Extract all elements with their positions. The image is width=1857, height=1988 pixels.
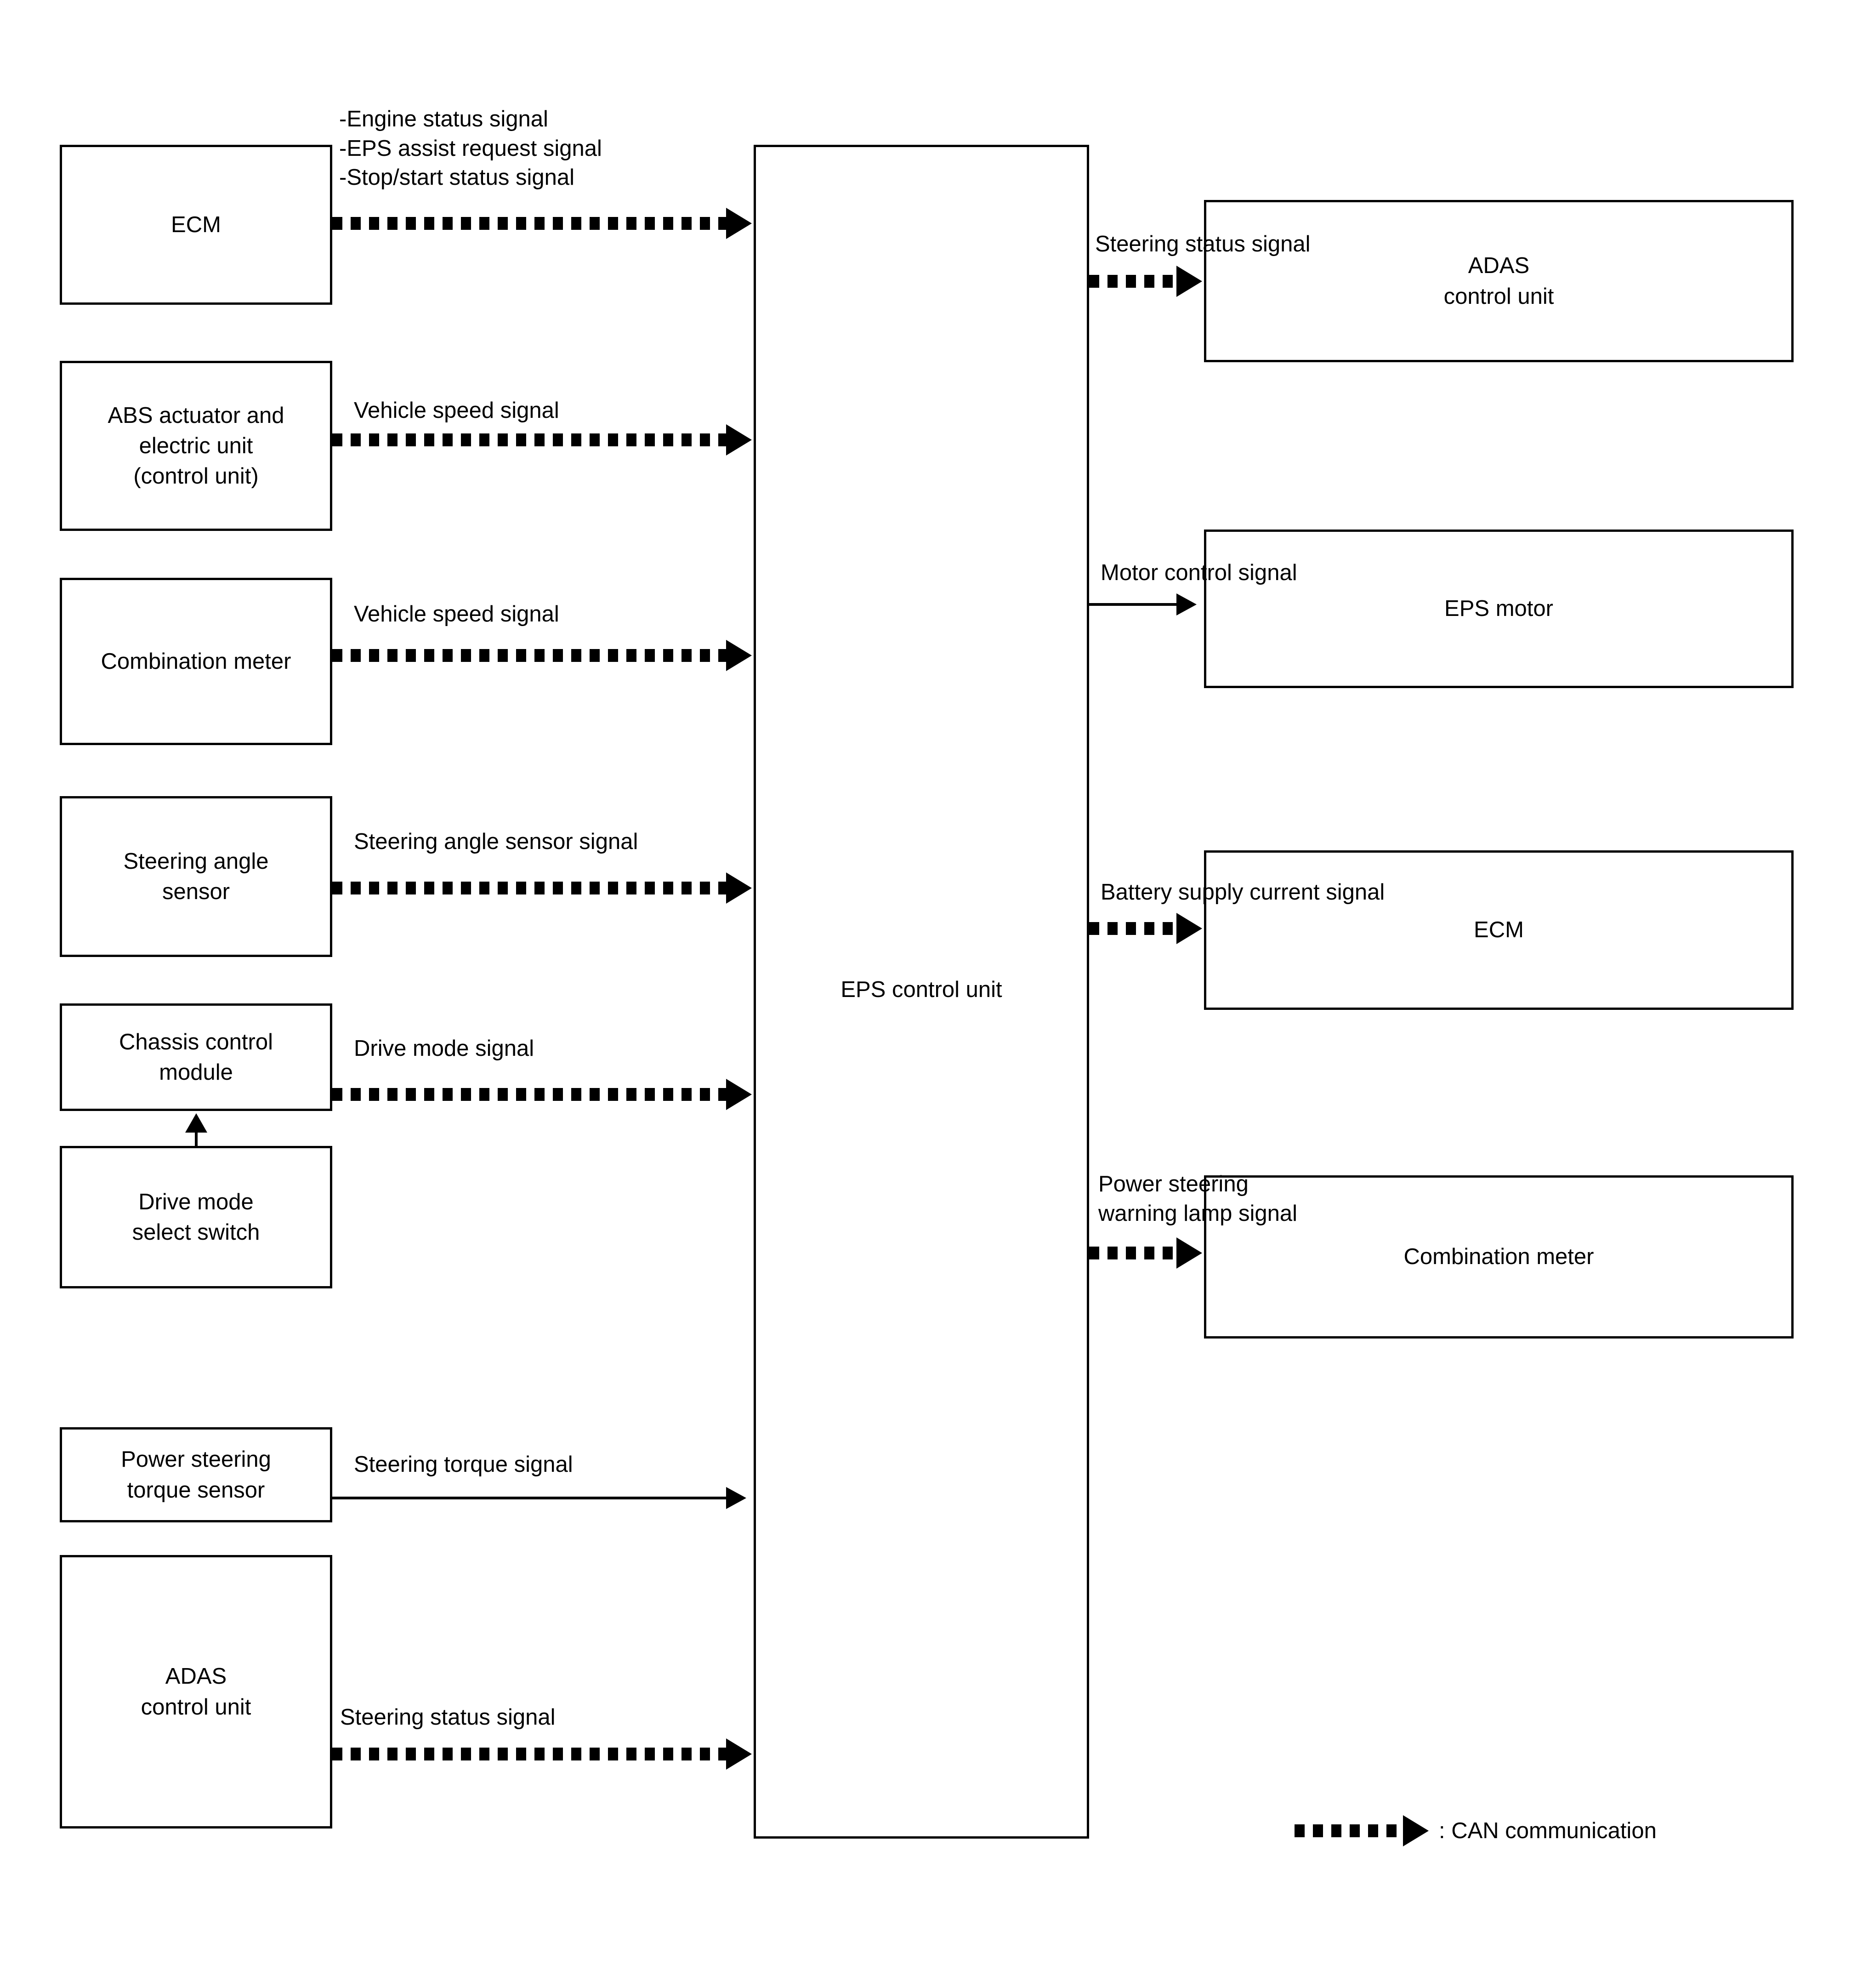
link-plain-torque-sensor-to-eps	[332, 1497, 728, 1499]
block-label: Power steering torque sensor	[121, 1447, 271, 1503]
signal-label-drive-mode: Drive mode signal	[354, 1036, 534, 1061]
block-label: Chassis control module	[119, 1029, 273, 1085]
can-arrow-icon	[1295, 1824, 1405, 1837]
link-can-steering-angle-to-eps	[332, 882, 728, 894]
block-label: Combination meter	[1403, 1244, 1594, 1270]
block-label: ADAS control unit	[141, 1664, 251, 1720]
signal-label-steering-torque: Steering torque signal	[354, 1452, 573, 1477]
link-can-eps-to-ecm	[1089, 922, 1178, 935]
block-steering-angle-sensor[interactable]: Steering angle sensor	[60, 796, 332, 957]
link-can-meter-to-eps	[332, 649, 728, 662]
block-power-steering-torque-sensor[interactable]: Power steering torque sensor	[60, 1427, 332, 1522]
block-label: ECM	[1474, 917, 1524, 943]
link-can-eps-to-adas	[1089, 275, 1178, 288]
signal-label-battery-supply-current: Battery supply current signal	[1101, 880, 1385, 905]
link-can-abs-to-eps	[332, 433, 728, 446]
signal-label-adas-steering-status-input: Steering status signal	[340, 1705, 556, 1730]
link-plain-switch-to-chassis	[195, 1131, 198, 1147]
link-can-ecm-to-eps	[332, 217, 728, 230]
legend-can-communication: : CAN communication	[1295, 1818, 1657, 1844]
block-label: Drive mode select switch	[132, 1189, 260, 1245]
block-eps-control-unit[interactable]: EPS control unit	[754, 145, 1089, 1839]
block-label: ABS actuator and electric unit (control …	[108, 403, 284, 489]
signal-label-ecm-input: -Engine status signal -EPS assist reques…	[339, 107, 602, 190]
link-can-chassis-to-eps	[332, 1088, 728, 1101]
block-label: ADAS control unit	[1443, 253, 1554, 309]
signal-label-motor-control: Motor control signal	[1101, 560, 1297, 585]
signal-label-steering-angle-sensor: Steering angle sensor signal	[354, 829, 638, 854]
block-abs-actuator[interactable]: ABS actuator and electric unit (control …	[60, 361, 332, 531]
block-chassis-control-module[interactable]: Chassis control module	[60, 1003, 332, 1111]
block-ecm-input[interactable]: ECM	[60, 145, 332, 305]
link-plain-eps-to-motor	[1089, 603, 1178, 606]
link-can-eps-to-combination-meter	[1089, 1247, 1178, 1259]
signal-label-steering-status-output: Steering status signal	[1095, 232, 1311, 256]
link-can-adas-to-eps	[332, 1748, 728, 1760]
block-label: ECM	[171, 212, 221, 237]
block-adas-control-unit-input[interactable]: ADAS control unit	[60, 1555, 332, 1829]
legend-label: : CAN communication	[1439, 1818, 1657, 1843]
block-combination-meter-input[interactable]: Combination meter	[60, 578, 332, 745]
block-label: EPS control unit	[840, 977, 1002, 1002]
block-label: EPS motor	[1444, 596, 1553, 621]
block-eps-motor[interactable]: EPS motor	[1204, 530, 1794, 688]
block-combination-meter-output[interactable]: Combination meter	[1204, 1175, 1794, 1339]
signal-label-power-steering-warning-lamp: Power steering warning lamp signal	[1098, 1172, 1298, 1226]
block-label: Combination meter	[101, 649, 291, 674]
signal-label-meter-vehicle-speed: Vehicle speed signal	[354, 602, 559, 627]
block-ecm-output[interactable]: ECM	[1204, 850, 1794, 1010]
block-drive-mode-select-switch[interactable]: Drive mode select switch	[60, 1146, 332, 1288]
block-adas-control-unit-output[interactable]: ADAS control unit	[1204, 200, 1794, 362]
signal-label-abs-vehicle-speed: Vehicle speed signal	[354, 398, 559, 423]
block-label: Steering angle sensor	[123, 849, 269, 904]
